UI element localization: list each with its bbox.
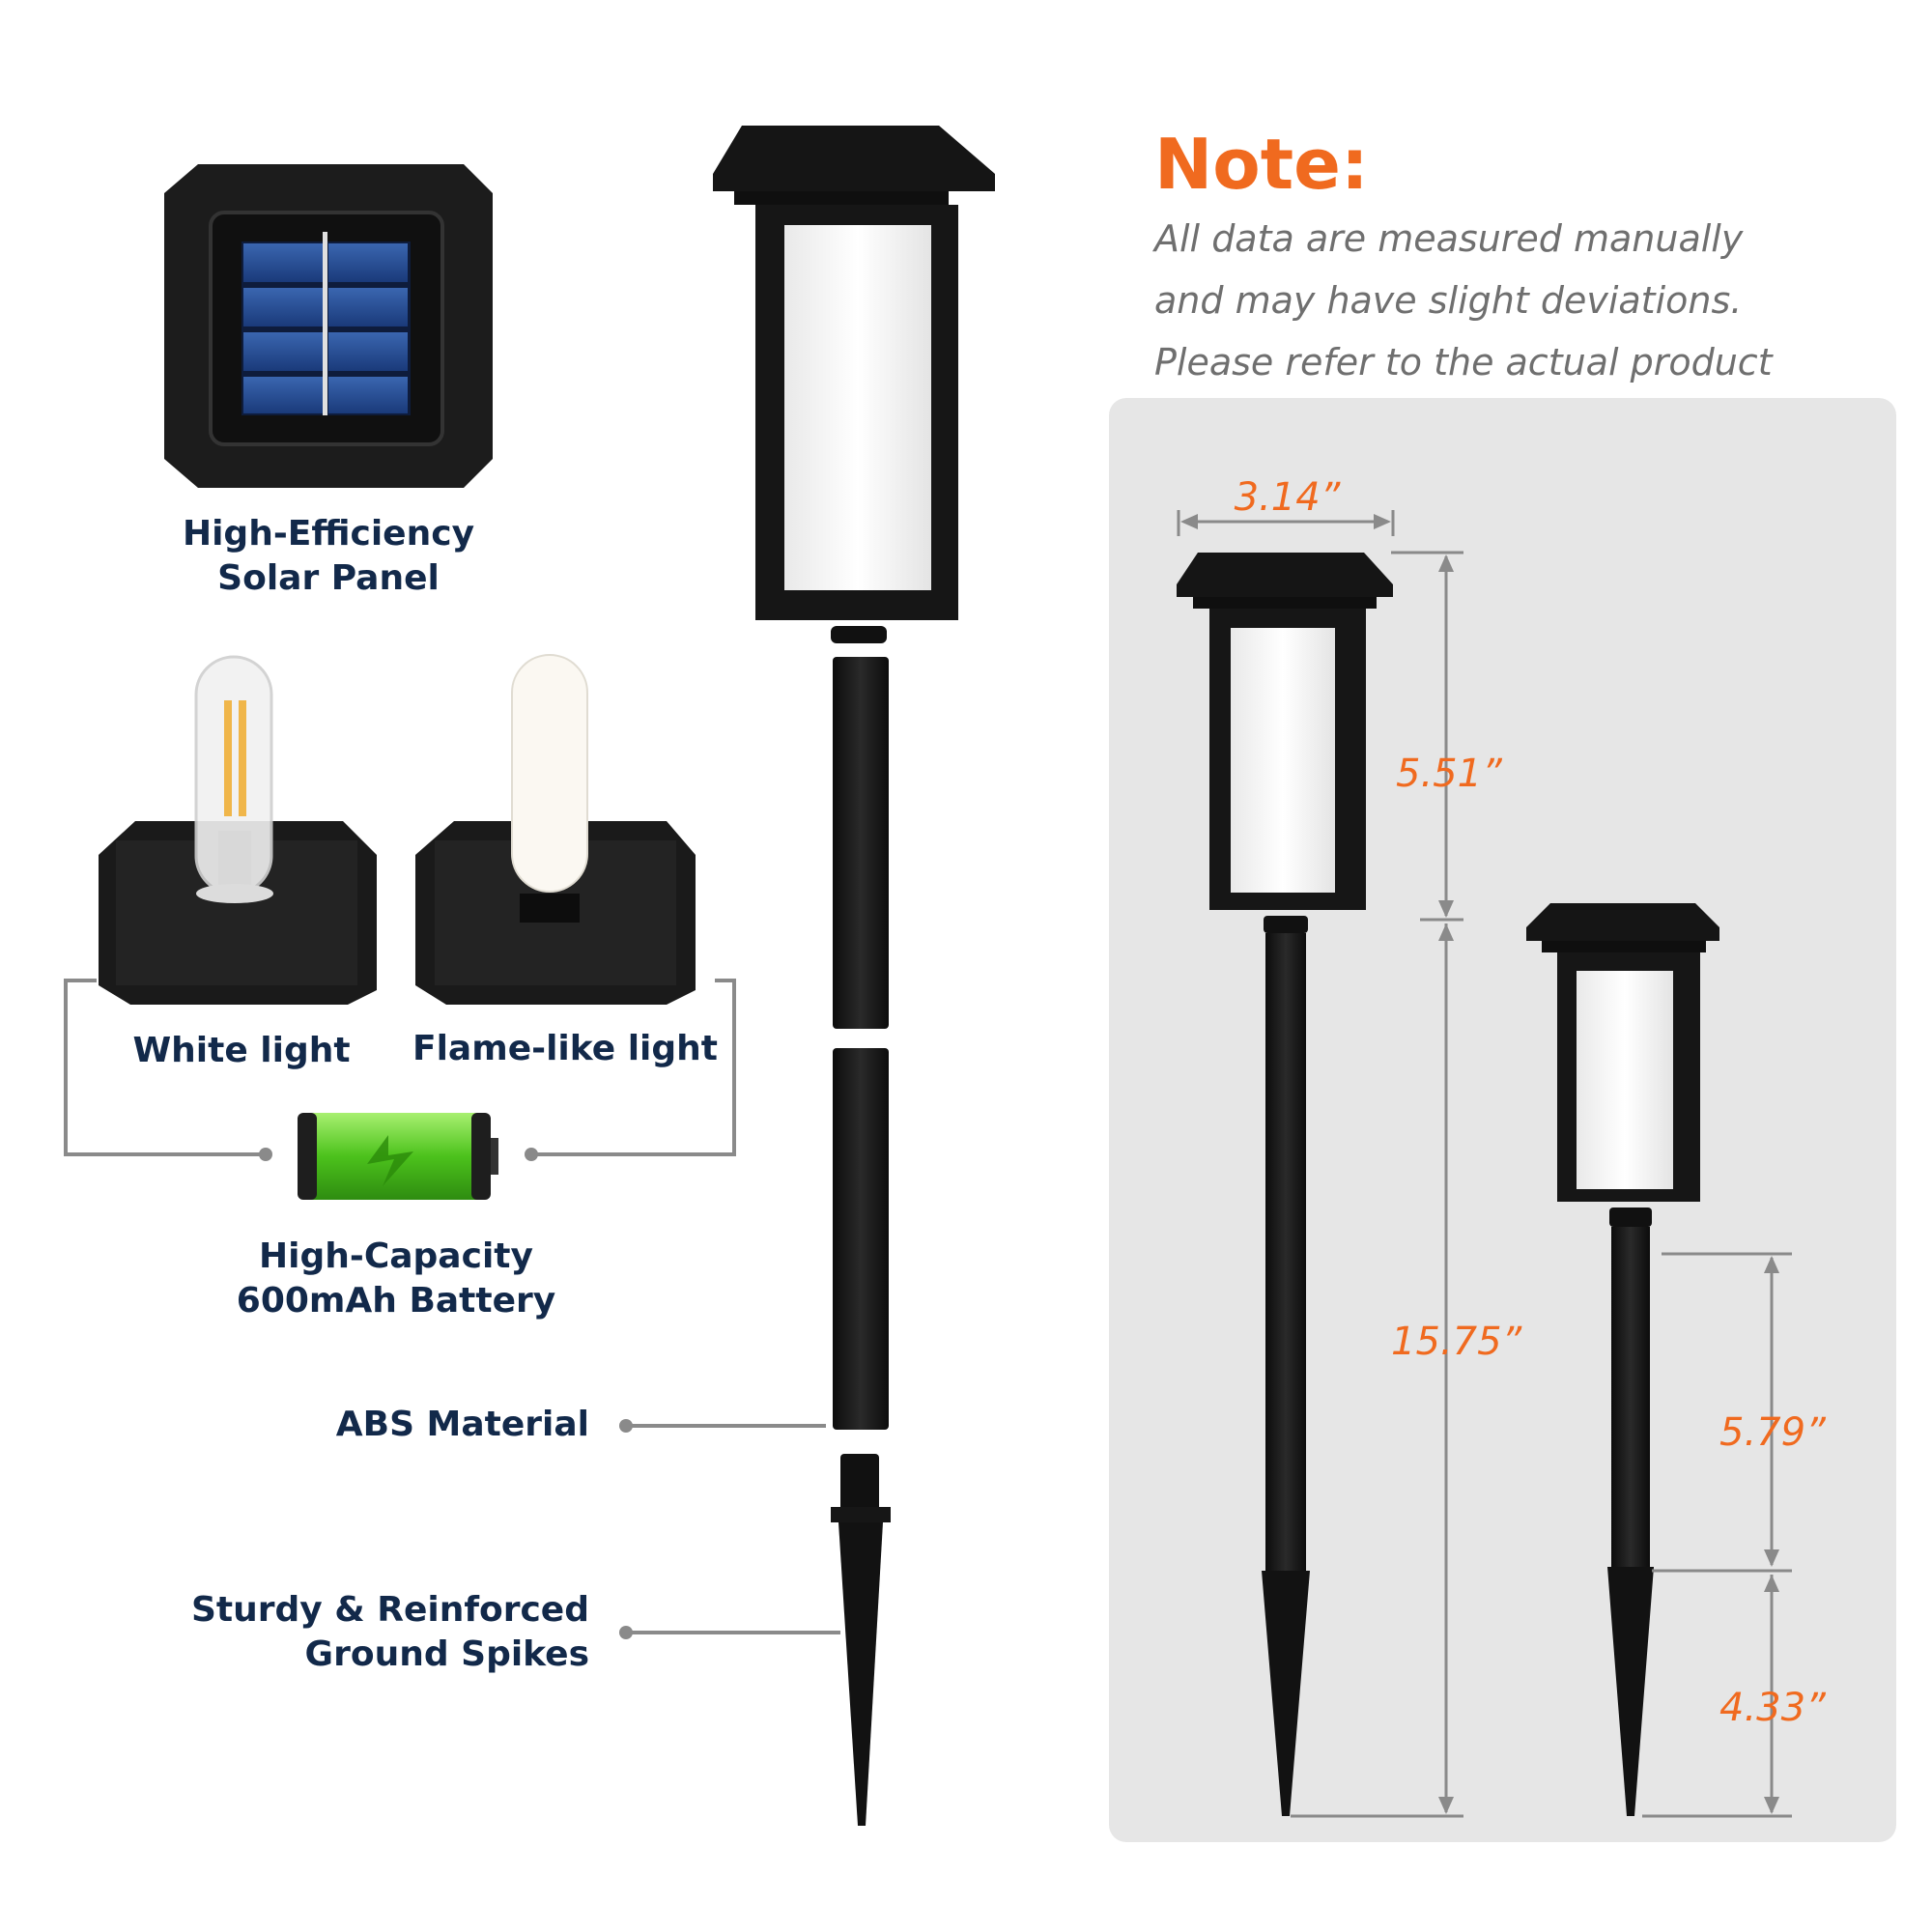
solar-panel-image — [164, 164, 493, 488]
battery-image — [298, 1113, 498, 1200]
note-title: Note: — [1154, 124, 1369, 205]
width-dimension: 3.14” — [1234, 475, 1341, 520]
battery-label: High-Capacity 600mAh Battery — [236, 1236, 556, 1321]
note-line: and may have slight deviations. — [1154, 279, 1743, 322]
note-body: All data are measured manually and may h… — [1154, 208, 1889, 393]
tall-lantern-image — [1177, 553, 1393, 1816]
head-height-dimension: 5.51” — [1396, 752, 1502, 796]
short-lantern-image — [1526, 903, 1719, 1816]
flame-light-module-image — [415, 654, 696, 1005]
dimension-lines — [1177, 510, 1792, 1818]
total-pole-dimension: 15.75” — [1391, 1320, 1522, 1364]
white-light-module-image — [99, 655, 377, 1005]
ground-spikes-label: Sturdy & Reinforced Ground Spikes — [191, 1590, 589, 1674]
exploded-lantern-image — [713, 126, 995, 1826]
short-pole-dimension: 5.79” — [1719, 1410, 1826, 1455]
battery-connector-lines — [64, 979, 736, 1156]
white-light-label: White light — [132, 1031, 351, 1070]
note-line: All data are measured manually — [1154, 217, 1744, 260]
flame-light-label: Flame-like light — [412, 1029, 718, 1068]
spike-dimension: 4.33” — [1719, 1686, 1826, 1730]
note-line: Please refer to the actual product — [1154, 341, 1773, 384]
solar-panel-label: High-Efficiency Solar Panel — [182, 514, 475, 598]
abs-material-label: ABS Material — [335, 1405, 589, 1444]
